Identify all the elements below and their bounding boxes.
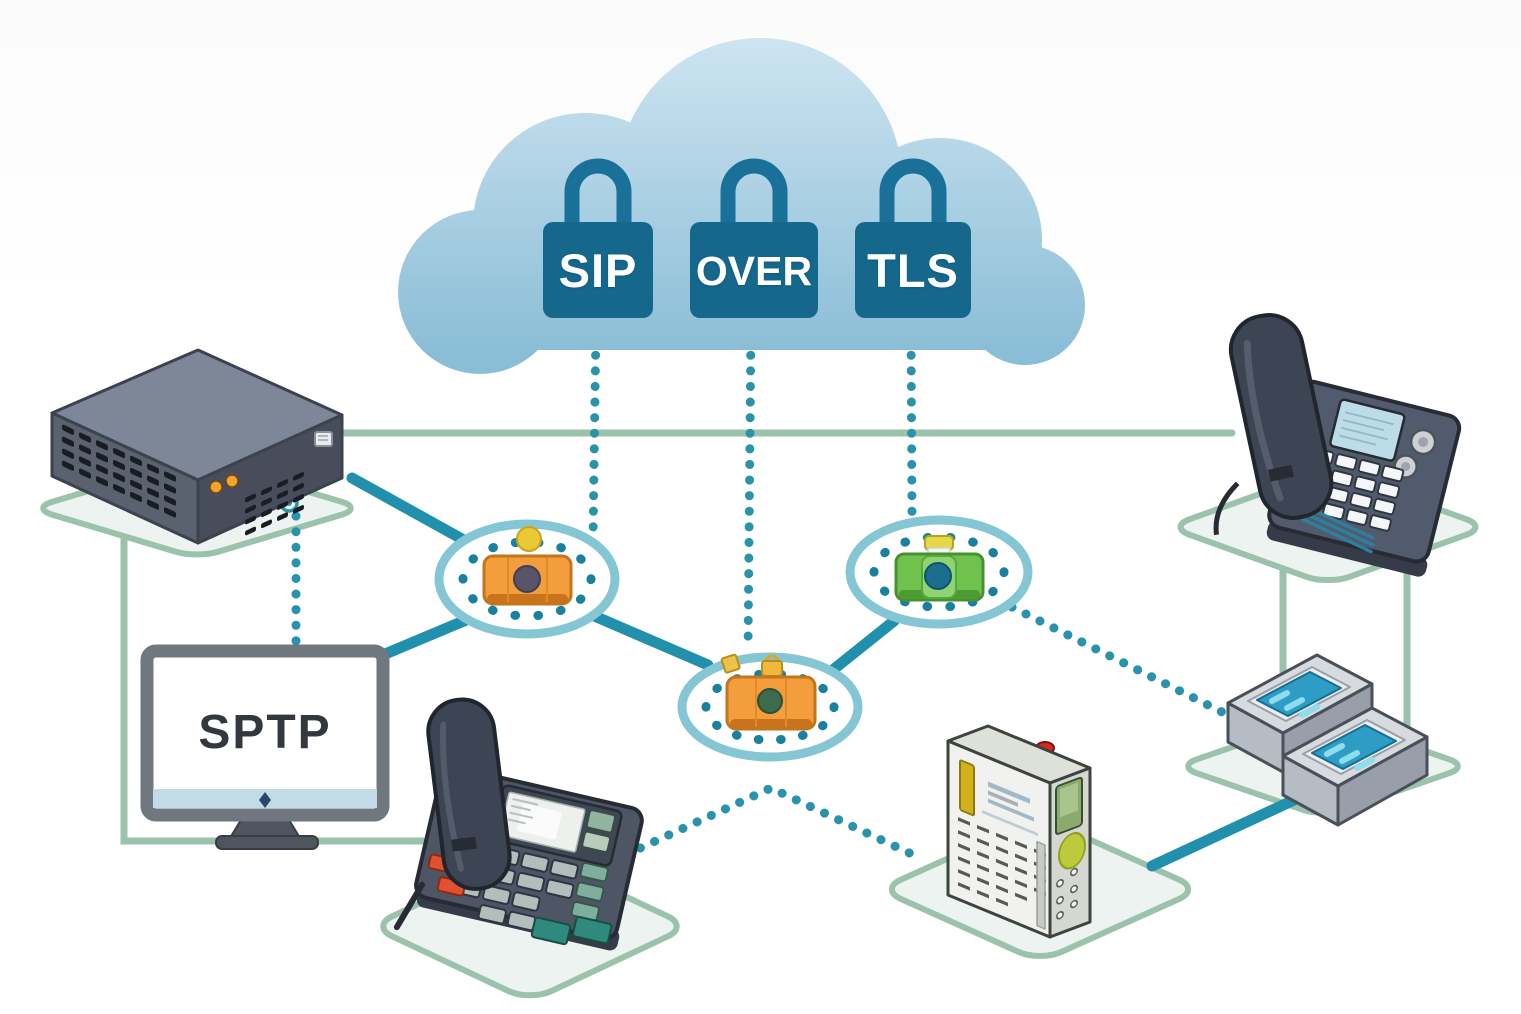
network-switch xyxy=(50,348,344,545)
padlock-shackle-icon xyxy=(720,158,788,226)
dotted-tls xyxy=(906,319,917,519)
desktop-monitor xyxy=(140,644,390,850)
switch-vents-left xyxy=(62,424,176,518)
padlock-body-sip xyxy=(543,222,653,318)
green-lock-icon xyxy=(894,535,985,602)
dotted-over xyxy=(743,319,756,655)
monitor-base xyxy=(215,835,319,850)
padlock-shackle-icon xyxy=(564,158,632,226)
padlock-shackles xyxy=(564,158,947,226)
right-security-node xyxy=(845,515,1033,629)
phone-soft-keys xyxy=(570,862,609,922)
dot-ring xyxy=(701,669,839,745)
desk-phone-right xyxy=(1213,313,1462,577)
handset-cord xyxy=(1213,481,1240,536)
orange-lock-icon xyxy=(482,554,573,606)
orange-lock-icon xyxy=(725,675,817,731)
secure-cloud xyxy=(398,38,1085,374)
blue-panel xyxy=(1311,724,1397,770)
desk-phone-left xyxy=(393,697,644,951)
tower-front-details xyxy=(958,759,1046,930)
led-icon xyxy=(209,480,223,494)
media-gateway-pair xyxy=(1226,653,1429,827)
link-node-green xyxy=(828,615,900,675)
dotted-connections xyxy=(291,319,1227,866)
tower-ports xyxy=(1056,867,1078,920)
padlock-body-tls xyxy=(855,222,971,318)
port-icon xyxy=(314,431,333,447)
link-switch-node xyxy=(346,472,486,555)
logo-icon xyxy=(259,792,271,808)
led-icon xyxy=(225,474,239,488)
voip-gateway-tower xyxy=(946,724,1092,939)
frame-left xyxy=(120,502,434,845)
solid-connections xyxy=(346,472,1300,872)
cloud-icon xyxy=(398,38,1085,374)
link-monitor-node xyxy=(372,609,484,663)
blue-panel xyxy=(1256,671,1342,717)
dotted-sip xyxy=(588,319,601,545)
over-lock-label: OVER xyxy=(695,248,813,294)
phone-handset xyxy=(1228,313,1334,520)
mini-chip-icon xyxy=(720,653,741,674)
padlock-body-over xyxy=(690,222,818,318)
phone-handset xyxy=(426,697,512,891)
dotted-green-gateways xyxy=(1007,602,1227,717)
monitor-frame xyxy=(140,644,390,822)
dotted-phone-tower xyxy=(607,783,925,866)
tower-side-details xyxy=(1055,776,1086,920)
link-tower-gateways xyxy=(1146,794,1300,872)
tls-lock-label: TLS xyxy=(867,244,959,297)
yellow-slot xyxy=(959,759,975,817)
monitor-screen-label: SPTP xyxy=(198,706,332,759)
yellow-knob-icon xyxy=(516,526,542,552)
link-node-node xyxy=(586,609,714,671)
left-security-node xyxy=(434,519,620,639)
oval-button-icon xyxy=(1058,831,1086,870)
dot-ring xyxy=(458,537,596,621)
switch-vents-right xyxy=(245,472,304,536)
sip-lock-label: SIP xyxy=(558,244,638,297)
padlock-shackle-icon xyxy=(879,158,947,226)
center-security-node xyxy=(677,652,863,762)
phone-screen xyxy=(1329,398,1406,462)
dot-ring xyxy=(869,532,1009,612)
